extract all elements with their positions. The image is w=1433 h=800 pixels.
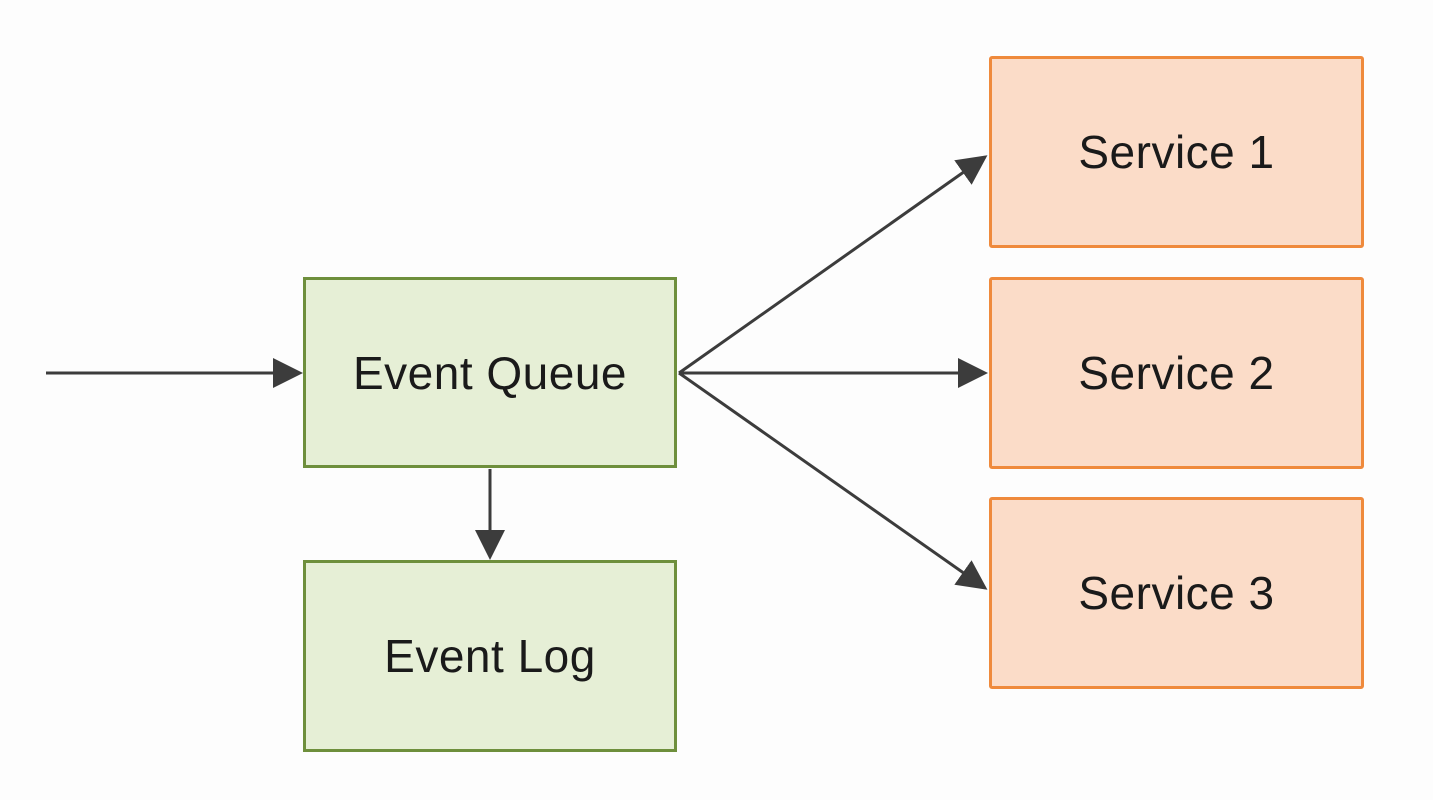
service-1-node: Service 1: [989, 56, 1364, 248]
edge-queue-to-service-3: [678, 371, 988, 590]
event-queue-node: Event Queue: [303, 277, 677, 468]
service-2-label: Service 2: [1078, 347, 1275, 399]
service-3-node: Service 3: [989, 497, 1364, 689]
service-1-label: Service 1: [1078, 126, 1275, 178]
service-3-label: Service 3: [1078, 567, 1275, 619]
edge-queue-to-service-1: [678, 155, 988, 375]
service-2-node: Service 2: [989, 277, 1364, 469]
event-queue-label: Event Queue: [352, 346, 628, 399]
event-log-node: Event Log: [303, 560, 677, 752]
event-log-label: Event Log: [384, 630, 596, 682]
